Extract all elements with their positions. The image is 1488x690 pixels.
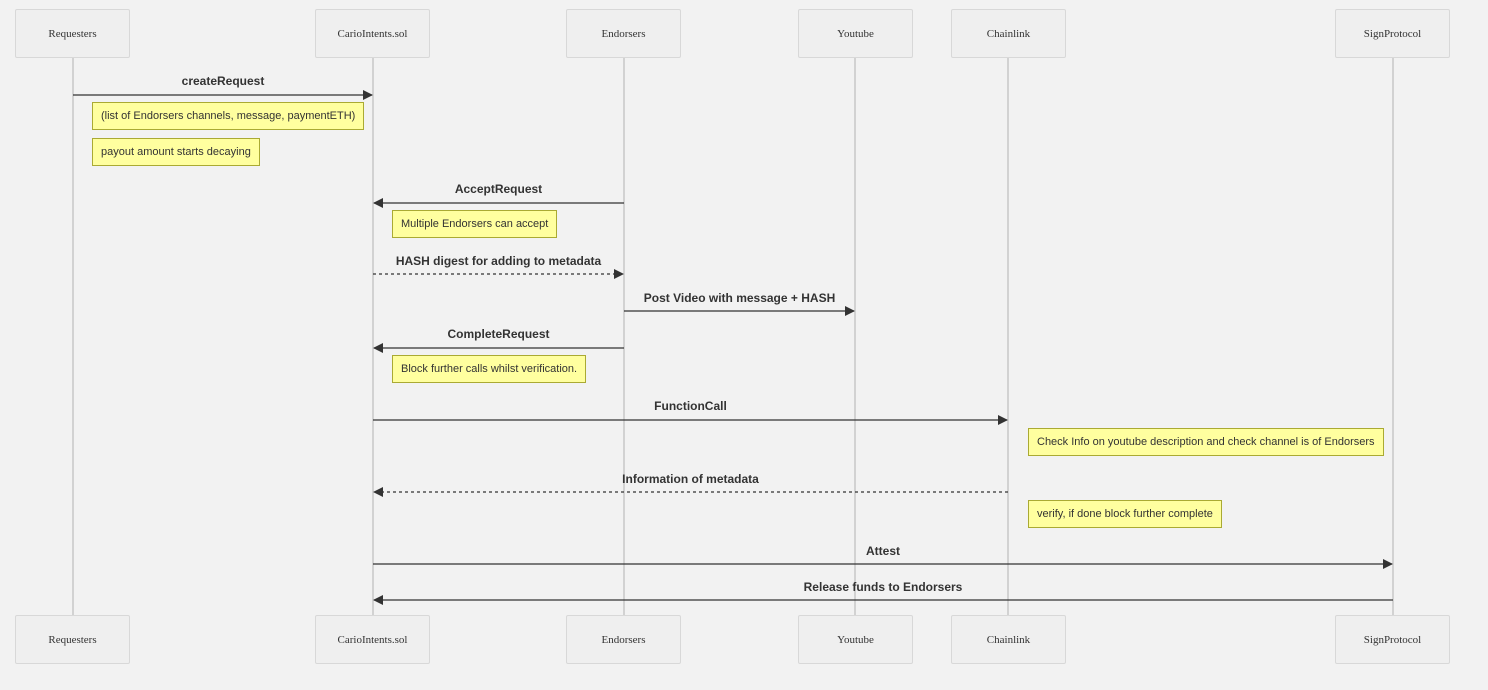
actor-bottom-youtube: Youtube — [798, 615, 913, 664]
actor-top-cario: CarioIntents.sol — [315, 9, 430, 58]
note-block-calls: Block further calls whilst verification. — [392, 355, 587, 383]
message-label-complete-request: CompleteRequest — [447, 327, 550, 341]
note-check-info: Check Info on youtube description and ch… — [1028, 428, 1384, 456]
actor-bottom-requesters: Requesters — [15, 615, 130, 664]
actor-label: CarioIntents.sol — [337, 633, 408, 646]
message-label-hash-digest: HASH digest for adding to metadata — [395, 254, 602, 268]
message-label-information-metadata: Information of metadata — [622, 472, 759, 486]
message-label-accept-request: AcceptRequest — [454, 182, 543, 196]
actor-label: Chainlink — [986, 27, 1031, 40]
actor-bottom-chainlink: Chainlink — [951, 615, 1066, 664]
actor-label: Requesters — [48, 27, 97, 40]
message-label-attest: Attest — [865, 544, 900, 558]
message-label-release-funds: Release funds to Endorsers — [803, 580, 963, 594]
actor-label: CarioIntents.sol — [337, 27, 408, 40]
actor-label: Youtube — [837, 27, 874, 40]
note-multiple-endorsers: Multiple Endorsers can accept — [392, 210, 558, 238]
actor-label: SignProtocol — [1363, 27, 1422, 40]
actor-label: Youtube — [837, 633, 874, 646]
note-request-details: (list of Endorsers channels, message, pa… — [92, 102, 365, 130]
actor-bottom-signprotocol: SignProtocol — [1335, 615, 1450, 664]
message-label-function-call: FunctionCall — [654, 399, 727, 413]
note-verify: verify, if done block further complete — [1028, 500, 1222, 528]
note-payout-decay: payout amount starts decaying — [92, 138, 260, 166]
actor-label: Requesters — [48, 633, 97, 646]
actor-top-endorsers: Endorsers — [566, 9, 681, 58]
actor-bottom-endorsers: Endorsers — [566, 615, 681, 664]
actor-top-youtube: Youtube — [798, 9, 913, 58]
actor-label: Chainlink — [986, 633, 1031, 646]
actor-bottom-cario: CarioIntents.sol — [315, 615, 430, 664]
actor-top-requesters: Requesters — [15, 9, 130, 58]
message-label-post-video: Post Video with message + HASH — [643, 291, 836, 305]
actor-label: Endorsers — [601, 27, 646, 40]
actor-label: Endorsers — [601, 633, 646, 646]
actor-top-chainlink: Chainlink — [951, 9, 1066, 58]
actor-top-signprotocol: SignProtocol — [1335, 9, 1450, 58]
actor-label: SignProtocol — [1363, 633, 1422, 646]
message-label-create-request: createRequest — [181, 74, 265, 88]
